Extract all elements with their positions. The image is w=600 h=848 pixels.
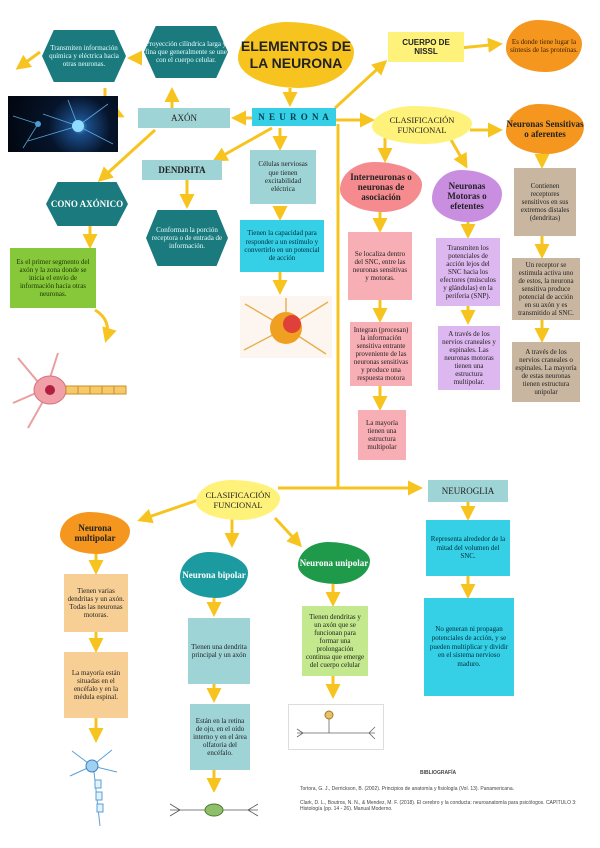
cono-axonico-label: CONO AXÓNICO [46, 182, 128, 226]
sensitivas-label: Neuronas Sensitivas o aferentes [506, 104, 584, 154]
motoras-desc-1: Transmiten los potenciales de acción lej… [436, 238, 500, 306]
interneuronas-label: Interneuronas o neuronas de asociación [340, 162, 422, 212]
unipolar-neuron-image [288, 704, 384, 750]
interneuronas-desc-3: La mayoría tienen una estructura multipo… [358, 410, 406, 460]
main-title: ELEMENTOS DE LA NEURONA [238, 22, 354, 88]
neurona-label: N E U R O N A [252, 108, 336, 126]
axon-hillock-image [8, 348, 128, 430]
cono-axonico-description: Es el primer segmento del axón y la zona… [10, 248, 96, 308]
clasificacion-funcional-top-label: CLASIFICACIÓN FUNCIONAL [372, 106, 472, 144]
cuerpo-nissl-description: Es donde tiene lugar la síntesis de las … [506, 20, 582, 72]
multipolar-label: Neurona multipolar [60, 512, 130, 554]
cells-capacity-description: Tienen la capacidad para responder a un … [240, 220, 324, 272]
bipolar-label: Neurona bipolar [180, 552, 248, 598]
sensitivas-desc-1: Contienen receptores sensitivos en sus e… [514, 168, 576, 236]
dendrita-description: Conforman la porción receptora o de entr… [146, 210, 228, 266]
clasificacion-funcional-bottom-label: CLASIFICACIÓN FUNCIONAL [196, 480, 280, 520]
neuroglia-label: NEUROGLIA [428, 480, 508, 502]
multipolar-desc-1: Tienen varias dendritas y un axón. Todas… [64, 574, 128, 632]
sensitivas-desc-2: Un receptor se estimula activa uno de es… [512, 258, 580, 320]
bipolar-neuron-image [166, 792, 262, 828]
neuroglia-desc-2: No generan ni propagan potenciales de ac… [424, 598, 514, 696]
neuron-network-image [8, 96, 118, 152]
multipolar-desc-2: La mayoría están situadas en el encéfalo… [64, 652, 128, 718]
cuerpo-nissl-label: CUERPO DE NISSL [388, 32, 464, 62]
bipolar-desc-2: Están en la retina de ojo, en el oído in… [190, 704, 250, 770]
sensitivas-desc-3: A través de los nervios craneales o espi… [512, 342, 580, 402]
axon-description: Proyección cilíndrica larga y fina que g… [144, 26, 228, 78]
neuroglia-desc-1: Representa alrededor de la mitad del vol… [426, 520, 510, 576]
unipolar-desc-1: Tienen dendritas y un axón que se funcio… [302, 606, 368, 676]
interneuronas-desc-1: Se localiza dentro del SNC, entre las ne… [348, 232, 412, 300]
axon-transmit-description: Transmiten información química y eléctri… [42, 30, 126, 82]
bibliography-ref-2: Clark, D. L., Boutros, N. N., & Mendez, … [300, 800, 577, 812]
unipolar-label: Neurona unipolar [298, 542, 370, 584]
neuron-body-image [240, 296, 332, 358]
motoras-label: Neuronas Motoras o efetentes [432, 170, 502, 222]
bipolar-desc-1: Tienen una dendrita principal y un axón [188, 618, 250, 684]
cells-description: Células nerviosas que tienen excitabilid… [250, 150, 316, 204]
motoras-desc-2: A través de los nervios craneales y espi… [438, 326, 500, 390]
multipolar-neuron-image [62, 746, 134, 832]
dendrita-label: DENDRITA [142, 160, 222, 180]
bibliography-heading: BIBLIOGRAFÍA [420, 770, 457, 776]
interneuronas-desc-2: Integran (procesan) la información sensi… [350, 322, 412, 386]
bibliography-ref-1: Tortora, G. J., Derrickson, B. (2002). P… [300, 786, 514, 792]
axon-label: AXÓN [138, 108, 230, 128]
